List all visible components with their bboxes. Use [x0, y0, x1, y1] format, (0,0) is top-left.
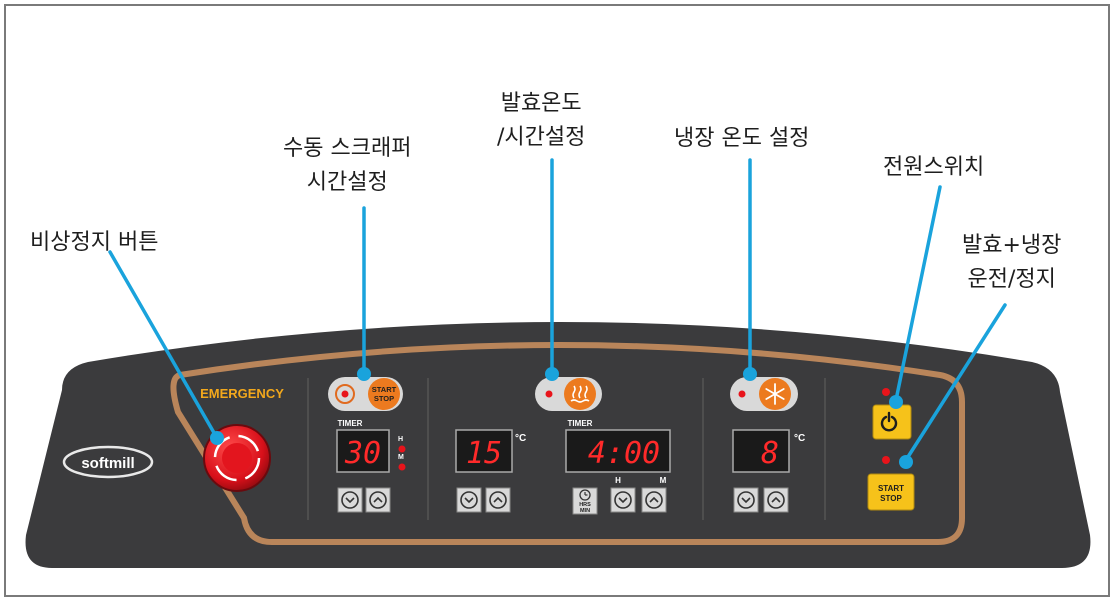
ferment-timer-value: 4:00	[588, 436, 660, 471]
ferment-minute-label: M	[660, 476, 667, 485]
callout-scraper-line2: 시간설정	[306, 170, 388, 195]
hrs-min-toggle-button[interactable]: HRS MIN	[572, 487, 598, 515]
scraper-down-button[interactable]	[337, 487, 363, 513]
ferment-temp-up-button[interactable]	[485, 487, 511, 513]
callout-dot-fridge	[743, 367, 757, 381]
run-start-stop-button[interactable]: START STOP	[867, 473, 915, 511]
callout-ferment-line2: /시간설정	[497, 125, 586, 150]
callout-emergency: 비상정지 버튼	[30, 226, 158, 260]
callout-line-emergency	[108, 250, 219, 440]
ferment-temp-value: 15	[466, 436, 502, 471]
callout-scraper-line1: 수동 스크래퍼	[283, 136, 412, 161]
led-indicator	[341, 390, 349, 398]
run-led	[882, 456, 890, 464]
led-indicator	[545, 390, 553, 398]
callout-run: 발효+냉장 운전/정지	[962, 229, 1061, 297]
scraper-timer-value: 30	[344, 436, 381, 471]
fridge-temp-value: 8	[761, 436, 779, 471]
panel-body	[25, 322, 1091, 568]
run-start-label: START	[878, 484, 904, 493]
callout-dot-ferment	[545, 367, 559, 381]
callout-dot-run	[899, 455, 913, 469]
hrs-label: HRS	[579, 502, 591, 508]
unit-h-label: H	[398, 436, 403, 443]
run-stop-label: STOP	[880, 494, 902, 503]
ferment-button[interactable]	[564, 378, 596, 410]
callout-power-text: 전원스위치	[883, 155, 985, 180]
callout-dot-emergency	[210, 431, 224, 445]
fridge-temp-display-frame	[732, 429, 790, 473]
fridge-button[interactable]	[759, 378, 791, 410]
start-label: START	[372, 385, 397, 394]
callout-line-run	[904, 303, 1007, 462]
panel-inner-border	[170, 342, 965, 545]
unit-m-label: M	[398, 454, 404, 461]
callout-dot-power	[889, 395, 903, 409]
scraper-up-button[interactable]	[365, 487, 391, 513]
callout-fridge: 냉장 온도 설정	[674, 122, 809, 156]
led-minute	[398, 463, 406, 471]
callout-dot-scraper	[357, 367, 371, 381]
led-hour	[398, 445, 406, 453]
callout-line-power	[894, 185, 942, 402]
led-indicator	[738, 390, 746, 398]
callout-emergency-text: 비상정지 버튼	[30, 230, 159, 255]
clock-icon	[579, 489, 591, 501]
fridge-temp-unit: °C	[794, 433, 805, 444]
callout-run-line1: 발효+냉장	[962, 233, 1062, 258]
callout-scraper: 수동 스크래퍼 시간설정	[283, 132, 411, 200]
callout-dots	[210, 367, 913, 469]
fridge-up-button[interactable]	[763, 487, 789, 513]
scraper-start-stop-button[interactable]: START STOP	[368, 378, 400, 410]
power-icon	[880, 411, 898, 432]
scraper-display-frame	[336, 429, 390, 473]
ferment-temp-down-button[interactable]	[456, 487, 482, 513]
ferment-timer-down-button[interactable]	[610, 487, 636, 513]
stop-label: STOP	[374, 394, 394, 403]
timer-label: TIMER	[338, 419, 363, 428]
ferment-temp-display-frame	[455, 429, 513, 473]
callout-fridge-text: 냉장 온도 설정	[674, 126, 810, 151]
callout-lines	[108, 158, 1007, 462]
fridge-down-button[interactable]	[733, 487, 759, 513]
callout-ferment-line1: 발효온도	[500, 91, 582, 116]
ferment-hour-label: H	[615, 476, 621, 485]
heat-wave-icon	[570, 385, 590, 403]
emergency-label: EMERGENCY	[200, 386, 284, 401]
callout-run-line2: 운전/정지	[967, 267, 1056, 292]
callout-power: 전원스위치	[883, 151, 984, 185]
ferment-timer-label: TIMER	[568, 419, 593, 428]
ferment-timer-display-frame	[565, 429, 671, 473]
ferment-temp-unit: °C	[515, 433, 526, 444]
brand-badge: softmill	[62, 445, 154, 479]
snowflake-icon	[765, 383, 785, 405]
min-label: MIN	[580, 508, 590, 514]
callout-ferment: 발효온도 /시간설정	[497, 87, 585, 155]
brand-text: softmill	[81, 455, 134, 472]
image-frame	[4, 4, 1110, 597]
power-button[interactable]	[872, 404, 912, 440]
power-led	[882, 388, 890, 396]
ferment-timer-up-button[interactable]	[641, 487, 667, 513]
